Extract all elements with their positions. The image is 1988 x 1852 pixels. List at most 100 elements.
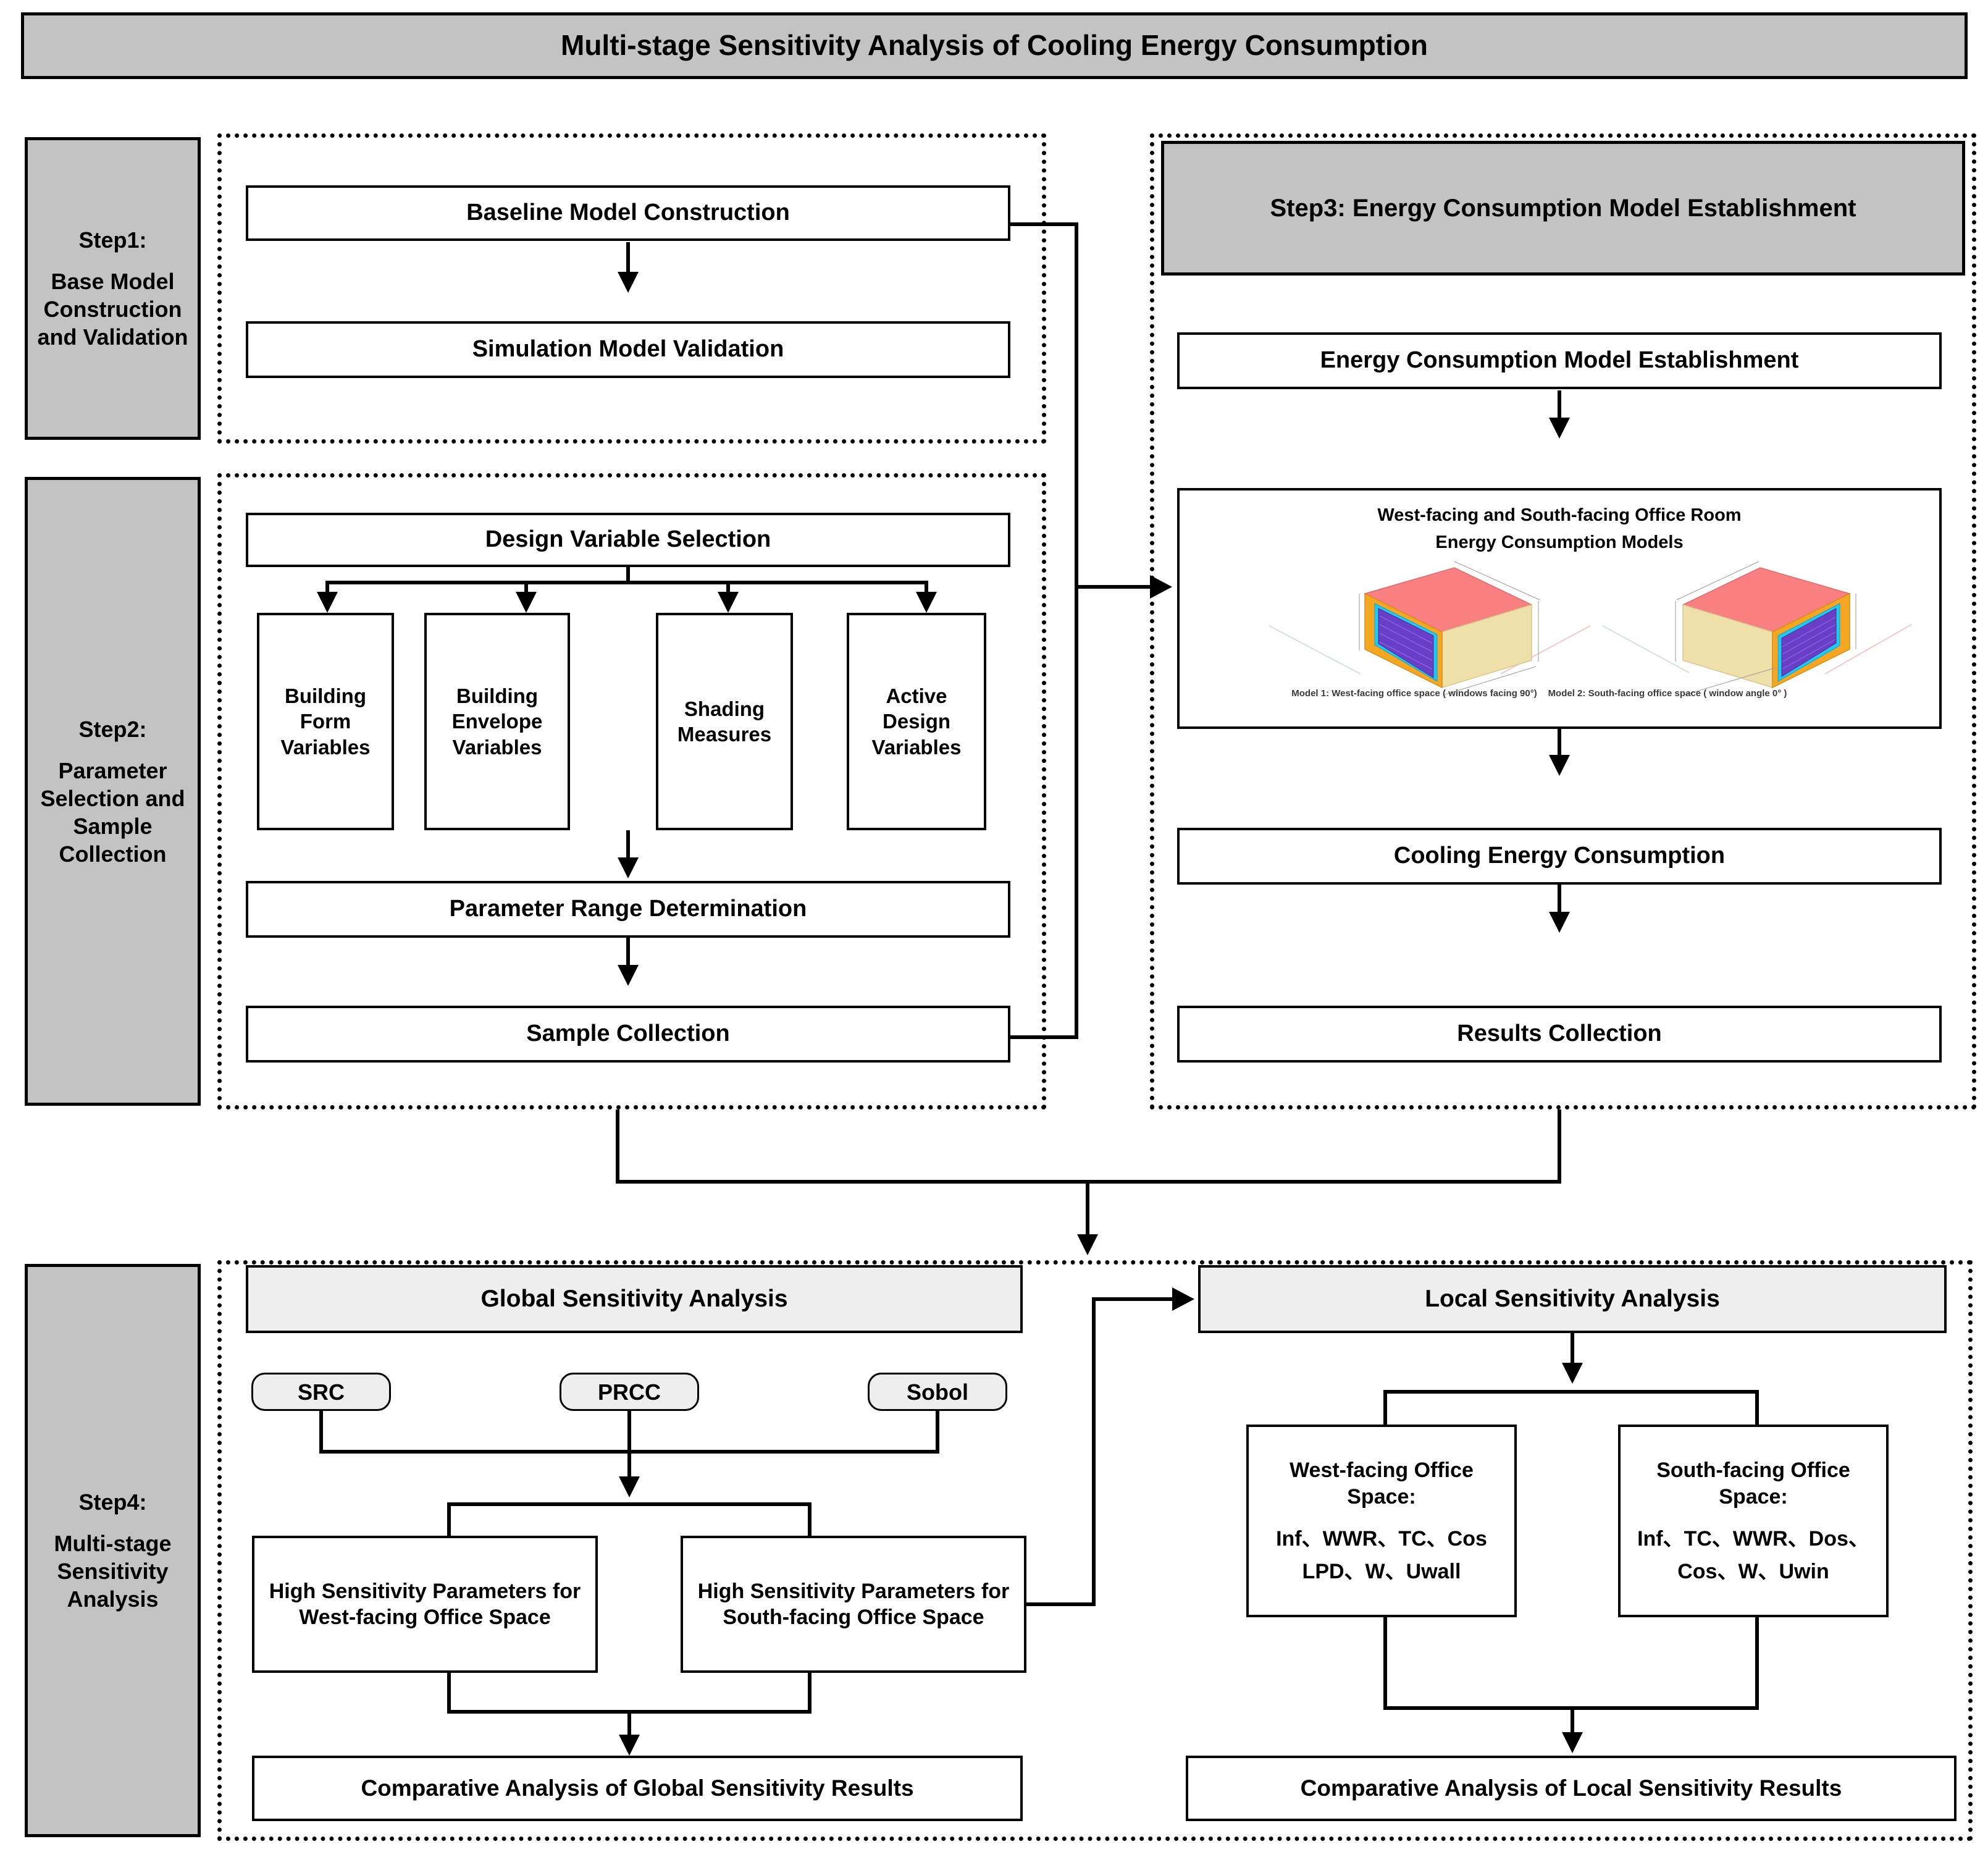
- parameter-range-determination-box[interactable]: Parameter Range Determination: [246, 881, 1010, 938]
- step3-dotted-container: [1150, 133, 1976, 1109]
- arrow-to-step4: [1077, 1234, 1098, 1255]
- arrow-to-comparative-local: [1562, 1732, 1583, 1753]
- building-envelope-variables-label: Building Envelope Variables: [451, 684, 543, 759]
- high-sensitivity-west-label: High Sensitivity Parameters for West-fac…: [269, 1579, 581, 1630]
- connector-south-to-local-h1: [1026, 1602, 1096, 1606]
- method-pill-prcc[interactable]: PRCC: [560, 1373, 699, 1411]
- method-prcc-label: PRCC: [597, 1379, 661, 1405]
- connector-sobol-down: [936, 1411, 939, 1453]
- page-title-text: Multi-stage Sensitivity Analysis of Cool…: [561, 29, 1428, 62]
- method-sobol-label: Sobol: [907, 1379, 968, 1405]
- office-room-models-svg: [1269, 561, 1912, 695]
- connector-highsens-merge-stem: [627, 1710, 631, 1743]
- connector-dvs-fanout-bus: [327, 581, 926, 584]
- shading-measures-label: Shading Measures: [677, 697, 772, 746]
- arrow-methods-to-results: [619, 1476, 640, 1497]
- connector-vars-to-param-range: [626, 830, 630, 865]
- step4-label: Step4:: [78, 1489, 147, 1515]
- simulation-model-validation-box[interactable]: Simulation Model Validation: [246, 321, 1010, 378]
- local-west-line1: Inf、WWR、TC、Cos: [1276, 1527, 1487, 1551]
- comparative-global-box[interactable]: Comparative Analysis of Global Sensitivi…: [252, 1756, 1023, 1821]
- local-south-line1: Inf、TC、WWR、Dos、: [1637, 1527, 1869, 1551]
- local-west-office-box[interactable]: West-facing Office Space: Inf、WWR、TC、Cos…: [1246, 1425, 1517, 1617]
- arrow-to-results-collection: [1549, 912, 1570, 933]
- energy-consumption-model-establishment-box[interactable]: Energy Consumption Model Establishment: [1177, 332, 1942, 389]
- page-title: Multi-stage Sensitivity Analysis of Cool…: [21, 12, 1968, 79]
- connector-south-to-local-h2: [1092, 1297, 1177, 1301]
- arrow-to-local-sensitivity: [1172, 1287, 1194, 1311]
- connector-merge-to-step4: [1086, 1180, 1089, 1245]
- connector-local-merge-stem: [1571, 1706, 1574, 1740]
- step3-header-label: Step3: Energy Consumption Model Establis…: [1270, 195, 1856, 222]
- comparative-local-label: Comparative Analysis of Local Sensitivit…: [1300, 1775, 1842, 1801]
- cooling-energy-consumption-label: Cooling Energy Consumption: [1393, 843, 1726, 869]
- step1-label: Step1:: [78, 227, 147, 253]
- arrow-to-comparative-global: [619, 1735, 640, 1756]
- high-sensitivity-west-box[interactable]: High Sensitivity Parameters for West-fac…: [252, 1536, 598, 1673]
- connector-dvs-drop-4: [925, 581, 928, 598]
- connector-local-south-down: [1755, 1617, 1759, 1710]
- high-sensitivity-south-box[interactable]: High Sensitivity Parameters for South-fa…: [681, 1536, 1026, 1673]
- method-src-label: SRC: [297, 1379, 345, 1405]
- local-south-title: South-facing Office Space:: [1656, 1458, 1850, 1509]
- shading-measures-box[interactable]: Shading Measures: [656, 613, 793, 830]
- connector-south-to-local-v: [1092, 1299, 1096, 1606]
- arrow-to-active-design: [916, 592, 937, 613]
- method-pill-sobol[interactable]: Sobol: [868, 1373, 1007, 1411]
- design-variable-selection-label: Design Variable Selection: [485, 526, 771, 553]
- sample-collection-box[interactable]: Sample Collection: [246, 1006, 1010, 1063]
- connector-to-step3-horizontal: [1075, 585, 1155, 589]
- connector-methods-stem: [627, 1450, 631, 1486]
- arrow-to-building-envelope: [516, 592, 537, 613]
- illustration-title-line1: West-facing and South-facing Office Room: [1377, 505, 1742, 525]
- connector-src-down: [319, 1411, 323, 1453]
- arrow-to-building-form: [317, 592, 338, 613]
- office-room-models-panel: West-facing and South-facing Office Room…: [1177, 488, 1942, 729]
- method-pill-src[interactable]: SRC: [251, 1373, 391, 1411]
- connector-dvs-drop-3: [726, 581, 730, 598]
- arrow-to-shading-measures: [718, 592, 739, 613]
- step2-side-label: Step2: Parameter Selection and Sample Co…: [25, 477, 201, 1106]
- arrow-baseline-to-validation: [618, 272, 639, 293]
- connector-local-drop-west: [1383, 1390, 1387, 1427]
- arrow-to-illustration: [1549, 418, 1570, 439]
- connector-local-down: [1571, 1333, 1574, 1371]
- step3-header: Step3: Energy Consumption Model Establis…: [1161, 141, 1965, 276]
- connector-west-down: [447, 1673, 451, 1714]
- connector-cooling-to-results: [1558, 885, 1561, 919]
- model1-caption: Model 1: West-facing office space ( wind…: [1291, 688, 1537, 699]
- design-variable-selection-box[interactable]: Design Variable Selection: [246, 513, 1010, 567]
- step1-dotted-container: [217, 133, 1046, 444]
- building-envelope-variables-box[interactable]: Building Envelope Variables: [424, 613, 570, 830]
- step4-name: Multi-stage Sensitivity Analysis: [54, 1531, 172, 1612]
- arrow-local-split: [1562, 1363, 1583, 1384]
- baseline-model-construction-box[interactable]: Baseline Model Construction: [246, 185, 1010, 241]
- energy-consumption-model-establishment-label: Energy Consumption Model Establishment: [1320, 347, 1799, 374]
- local-south-office-box[interactable]: South-facing Office Space: Inf、TC、WWR、Do…: [1618, 1425, 1889, 1617]
- comparative-local-box[interactable]: Comparative Analysis of Local Sensitivit…: [1186, 1756, 1957, 1821]
- connector-param-range-to-sample: [626, 938, 630, 974]
- cooling-energy-consumption-box[interactable]: Cooling Energy Consumption: [1177, 828, 1942, 885]
- local-sensitivity-analysis-label: Local Sensitivity Analysis: [1425, 1285, 1720, 1312]
- arrow-to-param-range: [618, 857, 639, 878]
- local-sensitivity-analysis-header[interactable]: Local Sensitivity Analysis: [1198, 1265, 1947, 1333]
- connector-highsens-split-bus: [447, 1502, 812, 1506]
- simulation-model-validation-label: Simulation Model Validation: [472, 336, 784, 363]
- connector-baseline-to-validation: [626, 242, 630, 279]
- step2-dotted-container: [217, 473, 1046, 1109]
- active-design-variables-box[interactable]: Active Design Variables: [847, 613, 986, 830]
- connector-dvs-drop-1: [325, 581, 329, 598]
- connector-local-drop-south: [1755, 1390, 1759, 1427]
- connector-step2-down-to-bus: [616, 1109, 619, 1184]
- connector-local-split-bus: [1383, 1390, 1759, 1394]
- model2-caption: Model 2: South-facing office space ( win…: [1548, 688, 1787, 699]
- connector-dvs-stem: [626, 567, 630, 582]
- global-sensitivity-analysis-header[interactable]: Global Sensitivity Analysis: [246, 1265, 1023, 1333]
- connector-south-down: [808, 1673, 812, 1714]
- global-sensitivity-analysis-label: Global Sensitivity Analysis: [480, 1285, 788, 1312]
- step1-side-label: Step1: Base Model Construction and Valid…: [25, 137, 201, 440]
- connector-local-west-down: [1383, 1617, 1387, 1710]
- results-collection-box[interactable]: Results Collection: [1177, 1006, 1942, 1063]
- building-form-variables-box[interactable]: Building Form Variables: [257, 613, 394, 830]
